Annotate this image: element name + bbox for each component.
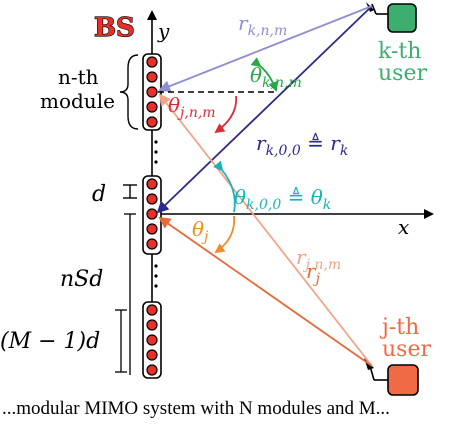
k-user-label-line1: k-th [378, 39, 421, 64]
antenna-element [146, 193, 158, 205]
antenna-element [146, 101, 158, 113]
antenna-element [146, 86, 158, 98]
r-knm-line [158, 5, 373, 92]
theta-k-arrow [213, 160, 236, 213]
theta-jnm-arrow [214, 95, 238, 134]
d-spacing-marker [123, 184, 137, 199]
r-jnm-label: rj,n,m [296, 245, 341, 273]
nSd-label: nSd [60, 267, 103, 292]
vertical-dots-lower [154, 264, 158, 288]
theta-knm-label: θk,n,m [250, 63, 302, 91]
antenna-element [146, 349, 158, 361]
theta-jnm-label: θj,n,m [168, 93, 216, 121]
j-user-label-line2: user [382, 337, 431, 362]
nth-module-label-line1: n-th [58, 65, 99, 89]
nth-module-brace [119, 54, 139, 130]
j-user-label-line1: j-th [379, 315, 419, 340]
antenna-element [146, 178, 158, 190]
antenna-element [146, 238, 158, 250]
module-reference [142, 175, 162, 255]
k-user-label-line2: user [378, 61, 427, 86]
nth-module-label-line2: module [40, 89, 115, 113]
r-k-line [156, 5, 373, 214]
M1d-marker [115, 309, 127, 373]
caption-text: ...modular MIMO system with N modules an… [2, 398, 390, 419]
figure-caption: ...modular MIMO system with N modules an… [0, 392, 452, 430]
x-axis-label: x [398, 215, 409, 239]
theta-j-label: θj [192, 217, 209, 245]
antenna-element [146, 56, 158, 68]
bs-label: BS [94, 13, 135, 43]
antenna-element [146, 208, 158, 220]
r-knm-label: rk,n,m [238, 11, 287, 39]
vertical-dots-upper [154, 140, 158, 164]
r-k00-label: rk,0,0 ≜ rk [256, 131, 348, 159]
antenna-element [146, 71, 158, 83]
antenna-element [146, 304, 158, 316]
module-nth [142, 53, 162, 131]
antenna-element [146, 116, 158, 128]
r-j-line [158, 216, 373, 367]
antenna-element [146, 364, 158, 376]
antenna-element [146, 223, 158, 235]
r-jnm-line [158, 93, 373, 367]
antenna-element [146, 334, 158, 346]
nSd-marker [124, 213, 136, 375]
M1d-label: (M − 1)d [0, 329, 100, 354]
k-user-device [366, 2, 417, 33]
theta-knm-arrow [250, 57, 278, 92]
theta-j-arrow [214, 215, 236, 254]
module-bottom [142, 301, 162, 379]
antenna-element [146, 319, 158, 331]
theta-k00-label: θk,0,0 ≜ θk [234, 185, 331, 213]
y-axis-label: y [157, 19, 170, 43]
d-label: d [92, 182, 106, 207]
j-user-device [364, 358, 419, 396]
